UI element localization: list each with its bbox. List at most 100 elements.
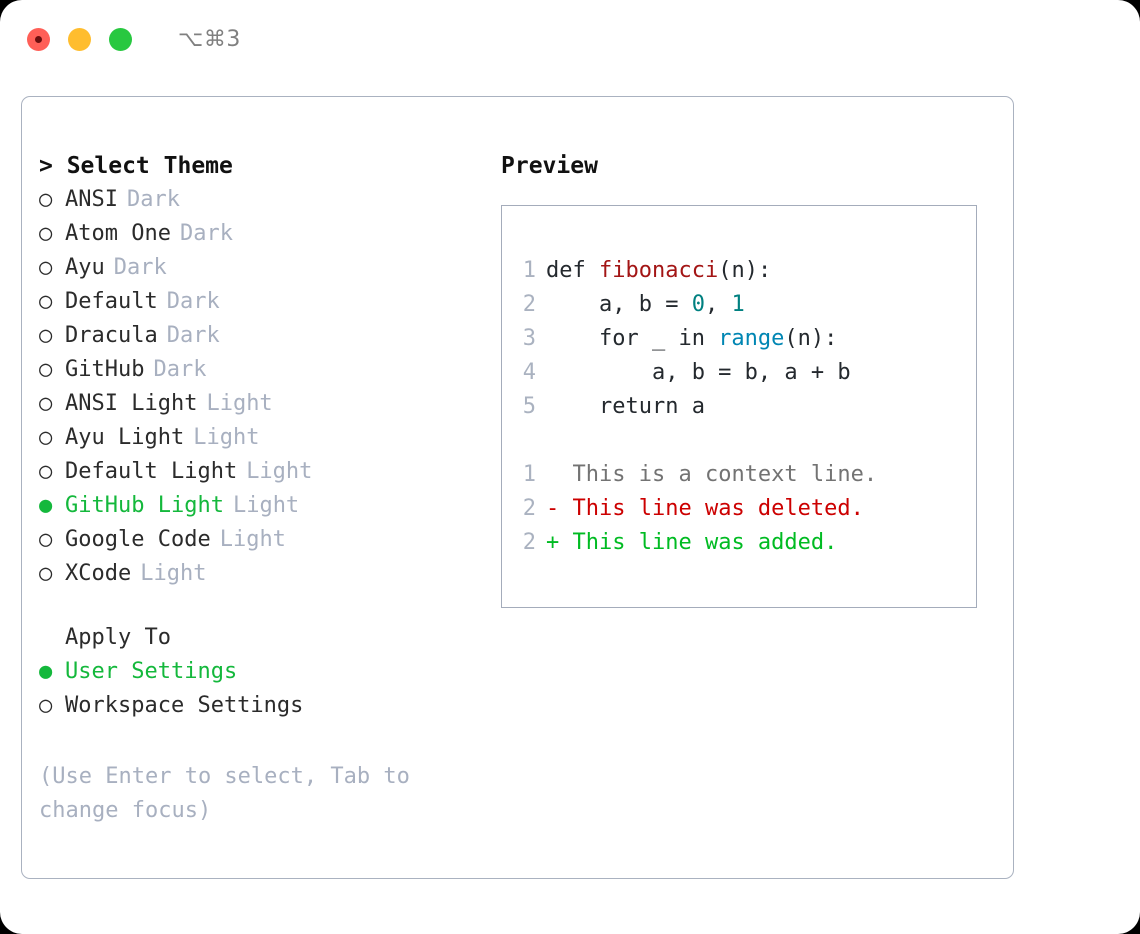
title-bar: ⌥⌘3 <box>0 0 1140 78</box>
radio-unselected-icon: ○ <box>39 255 53 280</box>
apply-to-list: ●User Settings ○ Workspace Settings <box>39 655 479 723</box>
spacer <box>39 591 479 621</box>
theme-option-category: Dark <box>113 255 167 280</box>
radio-unselected-icon: ○ <box>39 357 53 382</box>
theme-option-label: XCode <box>65 561 132 586</box>
line-number: 1 <box>522 258 536 283</box>
code-line: 1 def fibonacci(n): <box>502 254 976 288</box>
radio-selected-icon: ● <box>39 659 53 684</box>
code-token-plain: (n): <box>718 258 772 283</box>
theme-option-category: Light <box>232 493 300 518</box>
radio-unselected-icon: ○ <box>39 561 53 586</box>
apply-to-option-label: Workspace Settings <box>65 693 304 718</box>
line-number: 2 <box>522 530 536 555</box>
theme-option-label: Default <box>65 289 158 314</box>
code-token-plain: , <box>704 292 732 317</box>
code-token-plain: for _ in <box>546 326 719 351</box>
theme-option-label: Ayu Light <box>65 425 185 450</box>
theme-option-atom-one[interactable]: ○ Atom One Dark <box>39 217 479 251</box>
theme-option-ansi-light[interactable]: ○ ANSI Light Light <box>39 387 479 421</box>
theme-option-category: Dark <box>153 357 207 382</box>
apply-to-option-workspace-settings[interactable]: ○ Workspace Settings <box>39 689 479 723</box>
code-line: 4 a, b = b, a + b <box>502 356 976 390</box>
keyboard-hint: (Use Enter to select, Tab to change focu… <box>39 764 410 823</box>
theme-option-category: Dark <box>179 221 233 246</box>
code-line: 2 a, b = 0, 1 <box>502 288 976 322</box>
code-line-content: a, b = 0, 1 <box>546 288 745 322</box>
radio-unselected-icon: ○ <box>39 391 53 416</box>
code-blank-line <box>502 424 976 458</box>
theme-option-category: Light <box>140 561 207 586</box>
code-line-content: a, b = b, a + b <box>546 356 851 390</box>
theme-option-category: Light <box>246 459 313 484</box>
line-number: 1 <box>522 462 536 487</box>
page-title: > Select Theme <box>39 153 233 179</box>
code-token-plain: def <box>546 258 599 283</box>
radio-unselected-icon: ○ <box>39 323 53 348</box>
radio-unselected-icon: ○ <box>39 187 53 212</box>
diff-line-add: 2 + This line was added. <box>502 526 976 560</box>
radio-unselected-icon: ○ <box>39 527 53 552</box>
radio-unselected-icon: ○ <box>39 425 53 450</box>
theme-option-label: Dracula <box>65 323 158 348</box>
close-button[interactable] <box>27 27 50 51</box>
radio-unselected-icon: ○ <box>39 221 53 246</box>
theme-option-label: GitHub Light <box>65 493 224 518</box>
theme-option-label: Atom One <box>65 221 171 246</box>
code-line-content: def fibonacci(n): <box>546 254 771 288</box>
keyboard-shortcut-label: ⌥⌘3 <box>178 26 241 52</box>
code-token-fn: fibonacci <box>598 258 719 283</box>
code-token-plain: (n): <box>784 326 838 351</box>
line-number: 4 <box>522 360 536 385</box>
preview-title: Preview <box>501 153 598 179</box>
theme-option-label: Google Code <box>65 527 211 552</box>
minimize-button[interactable] <box>68 27 91 51</box>
theme-option-xcode[interactable]: ○ XCode Light <box>39 557 479 591</box>
diff-marker: + <box>546 530 573 555</box>
radio-unselected-icon: ○ <box>39 289 53 314</box>
theme-option-label: Default Light <box>65 459 238 484</box>
window-controls <box>27 27 132 51</box>
code-token-plain: a, b = <box>546 292 692 317</box>
code-line: 5 return a <box>502 390 976 424</box>
code-token-num: 1 <box>731 292 745 317</box>
maximize-button[interactable] <box>109 27 132 51</box>
code-token-call: range <box>718 326 785 351</box>
diff-line-content: This is a context line. <box>546 458 878 492</box>
theme-option-category: Light <box>206 391 273 416</box>
line-number: 5 <box>522 394 536 419</box>
apply-to-option-user-settings[interactable]: ●User Settings <box>39 655 479 689</box>
theme-option-category: Dark <box>166 289 220 314</box>
radio-unselected-icon: ○ <box>39 459 53 484</box>
theme-option-label: ANSI Light <box>65 391 198 416</box>
code-line-content: for _ in range(n): <box>546 322 837 356</box>
radio-unselected-icon: ○ <box>39 693 53 718</box>
line-number: 2 <box>522 496 536 521</box>
theme-option-default[interactable]: ○ Default Dark <box>39 285 479 319</box>
diff-text: This is a context line. <box>572 462 878 487</box>
code-token-num: 0 <box>691 292 705 317</box>
diff-sample: 1 This is a context line. 2- This line wa… <box>502 458 976 560</box>
theme-option-category: Dark <box>126 187 180 212</box>
diff-text: This line was deleted. <box>572 496 864 521</box>
code-token-plain: return a <box>546 394 705 419</box>
code-token-plain: a, b = b, a + b <box>546 360 851 385</box>
apply-to-title: Apply To <box>65 625 171 650</box>
code-line-content: return a <box>546 390 705 424</box>
diff-line-content: + This line was added. <box>546 526 837 560</box>
diff-line-del: 2- This line was deleted. <box>502 492 976 526</box>
theme-option-default-light[interactable]: ○ Default Light Light <box>39 455 479 489</box>
